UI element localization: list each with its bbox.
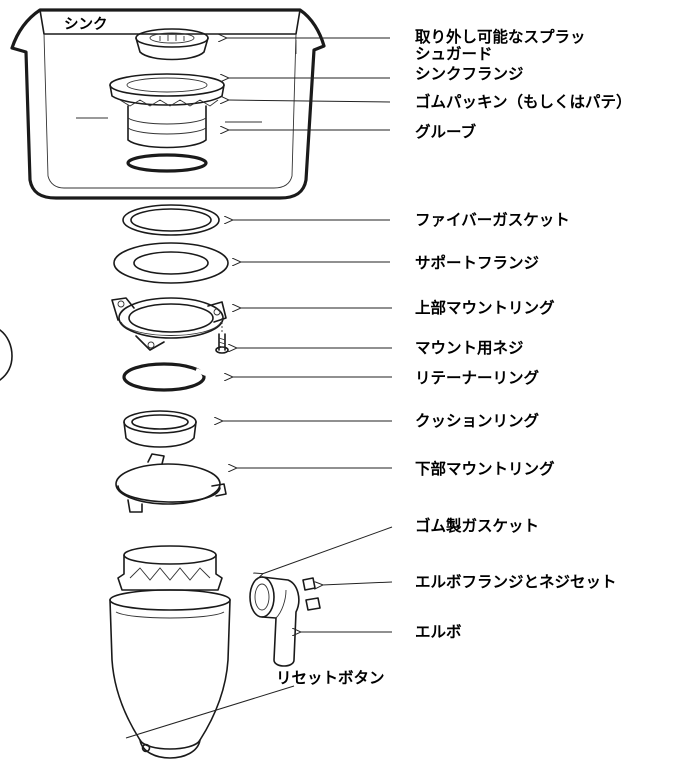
gasket-putty-label: ゴムパッキン（もしくはパテ）	[415, 92, 632, 111]
support-flange-drawing	[113, 242, 229, 284]
elbow-drawing	[249, 576, 300, 667]
groove-label: グルーブ	[415, 122, 477, 141]
sink-flange-label: シンクフランジ	[415, 65, 524, 83]
upper-mount-ring-label: 上部マウントリング	[415, 298, 555, 317]
support-flange-label: サポートフランジ	[415, 253, 540, 272]
upper-mount-ring-drawing	[111, 297, 227, 351]
rubber-gasket-label: ゴム製ガスケット	[415, 516, 539, 535]
cushion-ring-label: クッションリング	[415, 411, 540, 430]
cushion-ring-drawing	[123, 410, 197, 448]
sink-drawing	[10, 8, 326, 200]
mount-screw-drawing	[215, 318, 229, 354]
elbow-label: エルボ	[415, 623, 462, 641]
mount-screw-label: マウント用ネジ	[415, 339, 524, 357]
splash-guard-label-line2: シュガード	[415, 45, 493, 63]
lower-mount-ring-label: 下部マウントリング	[415, 459, 555, 478]
sink-flange-drawing	[109, 73, 225, 173]
edge-curve	[0, 329, 13, 381]
disposer-body-drawing	[109, 545, 231, 759]
fiber-gasket-label: ファイバーガスケット	[415, 211, 570, 229]
splash-guard-label-line1: 取り外し可能なスプラッ	[415, 27, 586, 46]
retainer-ring-label: リテーナーリング	[415, 368, 540, 387]
sink-label: シンク	[64, 16, 108, 33]
retainer-ring-drawing	[122, 362, 207, 392]
elbow-flange-screws-label: エルボフランジとネジセット	[415, 573, 617, 591]
splash-guard-drawing	[135, 28, 209, 61]
fiber-gasket-drawing	[122, 204, 220, 236]
lower-mount-ring-drawing	[115, 453, 227, 513]
elbow-screws-drawing	[302, 577, 321, 611]
reset-button-label: リセットボタン	[276, 669, 385, 687]
leader-lines	[125, 38, 393, 739]
